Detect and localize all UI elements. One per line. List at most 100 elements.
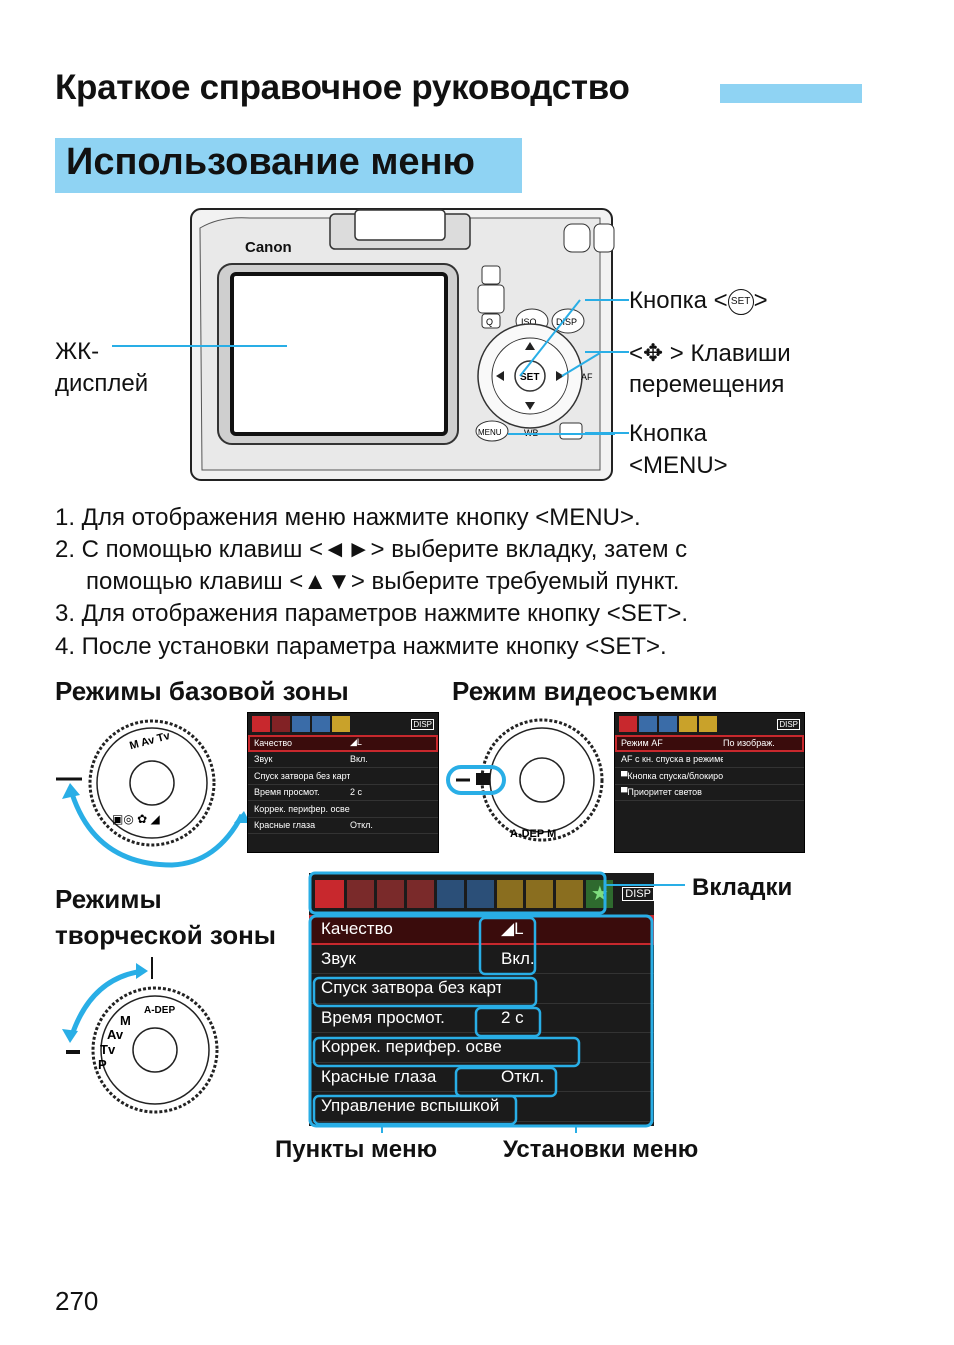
menu-item-label: Время просмот.: [254, 787, 320, 798]
menu-row[interactable]: ▀Приоритет светов: [615, 785, 804, 801]
section-title: Использование меню: [66, 141, 475, 183]
setup-tab-icon: [332, 716, 350, 732]
menu-button-callout-line2: <MENU>: [629, 452, 728, 479]
menu-item-value: ◢L: [501, 919, 524, 939]
creative-zone-dial: A-DEP M Av Tv P: [62, 957, 219, 1114]
menu-button-callout-line1: Кнопка: [629, 420, 707, 447]
q-button-label: Q: [486, 317, 493, 327]
setup-tab-3[interactable]: [556, 880, 584, 908]
menu-item-label: Время просмот.: [321, 1007, 445, 1027]
shooting-tab-1[interactable]: [315, 880, 344, 908]
dial-adep: A-DEP: [144, 1005, 175, 1016]
big-menu-callouts: [308, 871, 685, 1133]
menu-item-value: ◢L: [350, 737, 362, 748]
menu-item-label: Режим AF: [621, 737, 663, 748]
camera-back-illustration: Canon Q ISO DISP SET AF MENU WB: [190, 208, 615, 481]
camera-tab-icon-2: [272, 716, 290, 732]
setup-tab-icon: [679, 716, 697, 732]
menu-row[interactable]: Спуск затвора без карты: [248, 768, 438, 785]
menu-item-value: Вкл.: [350, 754, 368, 765]
menu-item-label: AF с кн. спуска в режиме ▀▀: [621, 754, 723, 765]
basic-zone-tab-bar: DISP: [248, 713, 438, 735]
menu-settings-label: Установки меню: [503, 1136, 699, 1163]
menu-row[interactable]: Управление вспышкой: [309, 1092, 654, 1122]
dial-av: Av: [107, 1027, 124, 1042]
right-callout-lines: [585, 299, 629, 434]
menu-item-label: ▀Приоритет светов: [621, 787, 702, 798]
menu-row[interactable]: Время просмот. 2 с: [309, 1004, 654, 1033]
menu-row[interactable]: Спуск затвора без карты: [309, 974, 654, 1004]
set-icon: SET: [727, 288, 754, 315]
menu-label: MENU: [478, 428, 502, 437]
set-label: SET: [520, 372, 539, 383]
playback-tab-icon: [292, 716, 310, 732]
header-accent-bar: [720, 84, 862, 103]
step-1: 1. Для отображения меню нажмите кнопку <…: [55, 504, 641, 531]
playback-tab-icon-2: [312, 716, 330, 732]
menu-item-label: Управление вспышкой: [321, 1096, 500, 1116]
cross-keys-callout: <✥ > Клавиши: [629, 340, 791, 367]
shooting-tab-2[interactable]: [346, 880, 374, 908]
playback-tab-1[interactable]: [436, 880, 464, 908]
menu-row[interactable]: Время просмот. 2 с: [248, 785, 438, 801]
disp-indicator: DISP: [411, 718, 434, 730]
svg-text:▣◎ ✿ ◢: ▣◎ ✿ ◢: [112, 812, 161, 826]
disp-indicator: DISP: [777, 718, 800, 730]
cross-keys-callout-line2: перемещения: [629, 371, 785, 398]
basic-zone-dial: M Av Tv ▣◎ ✿ ◢: [56, 719, 250, 868]
section-title-box: [55, 138, 522, 193]
menu-item-label: Коррек. перифер. освещения: [254, 803, 350, 814]
menu-items-label: Пункты меню: [275, 1136, 438, 1163]
menu-row[interactable]: Режим AF По изображ.: [615, 735, 804, 752]
menu-row[interactable]: Коррек. перифер. освещения: [248, 801, 438, 818]
menu-item-label: Коррек. перифер. освещения: [321, 1037, 501, 1057]
step-2: 2. С помощью клавиш <◄►> выберите вкладк…: [55, 536, 688, 563]
movie-mode-menu-rows: Режим AF По изображ.AF с кн. спуска в реж…: [615, 735, 804, 801]
movie-tab-icon: [619, 716, 637, 732]
shooting-tab-3[interactable]: [376, 880, 404, 908]
movie-tab-bar: DISP: [615, 713, 804, 735]
setup-tab-icon-2: [699, 716, 717, 732]
disp-label: DISP: [556, 317, 577, 327]
menu-item-value: Откл.: [350, 820, 373, 831]
menu-row[interactable]: Коррек. перифер. освещения: [309, 1033, 654, 1063]
creative-zone-title-line2: творческой зоны: [55, 920, 276, 950]
playback-tab-2[interactable]: [466, 880, 494, 908]
menu-item-label: Спуск затвора без карты: [321, 978, 501, 998]
menu-item-label: ▀Кнопка спуска/блокировки AE: [621, 770, 723, 781]
menu-item-value: 2 с: [350, 787, 363, 798]
tabs-label: Вкладки: [692, 874, 793, 901]
step-3: 3. Для отображения параметров нажмите кн…: [55, 600, 689, 627]
playback-tab-icon: [639, 716, 657, 732]
movie-mode-menu-screen: DISP Режим AF По изображ.AF с кн. спуска …: [614, 712, 805, 853]
playback-tab-icon-2: [659, 716, 677, 732]
camera-brand: Canon: [245, 239, 292, 256]
menu-item-value: По изображ.: [723, 737, 775, 748]
set-button-callout: Кнопка <SET>: [629, 287, 768, 315]
lcd-label-line1: ЖК-: [55, 338, 100, 365]
big-menu-tab-bar: ★ DISP: [309, 873, 654, 915]
setup-tab-2[interactable]: [526, 880, 554, 908]
menu-row[interactable]: Качество◢L: [248, 735, 438, 752]
iso-label: ISO: [521, 317, 537, 327]
menu-row[interactable]: ▀Кнопка спуска/блокировки AE: [615, 768, 804, 785]
menu-row[interactable]: Качество◢L: [309, 915, 654, 945]
menu-row[interactable]: AF с кн. спуска в режиме ▀▀: [615, 752, 804, 768]
dial-p: P: [98, 1057, 107, 1072]
shooting-tab-4[interactable]: [406, 880, 434, 908]
lcd-label-line2: дисплей: [55, 370, 149, 397]
menu-item-label: Спуск затвора без карты: [254, 770, 350, 781]
svg-text:A-DEP M: A-DEP M: [510, 828, 556, 840]
dial-m: M: [120, 1013, 131, 1028]
page-header-title: Краткое справочное руководство: [55, 68, 630, 107]
setup-tab-1[interactable]: [496, 880, 524, 908]
menu-item-value: 2 с: [501, 1007, 524, 1027]
menu-item-value: Откл.: [501, 1066, 545, 1086]
menu-item-value: Вкл.: [501, 948, 535, 968]
movie-mode-dial: A-DEP M: [446, 718, 604, 842]
step-2-cont: помощью клавиш <▲▼> выберите требуемый п…: [86, 568, 680, 595]
